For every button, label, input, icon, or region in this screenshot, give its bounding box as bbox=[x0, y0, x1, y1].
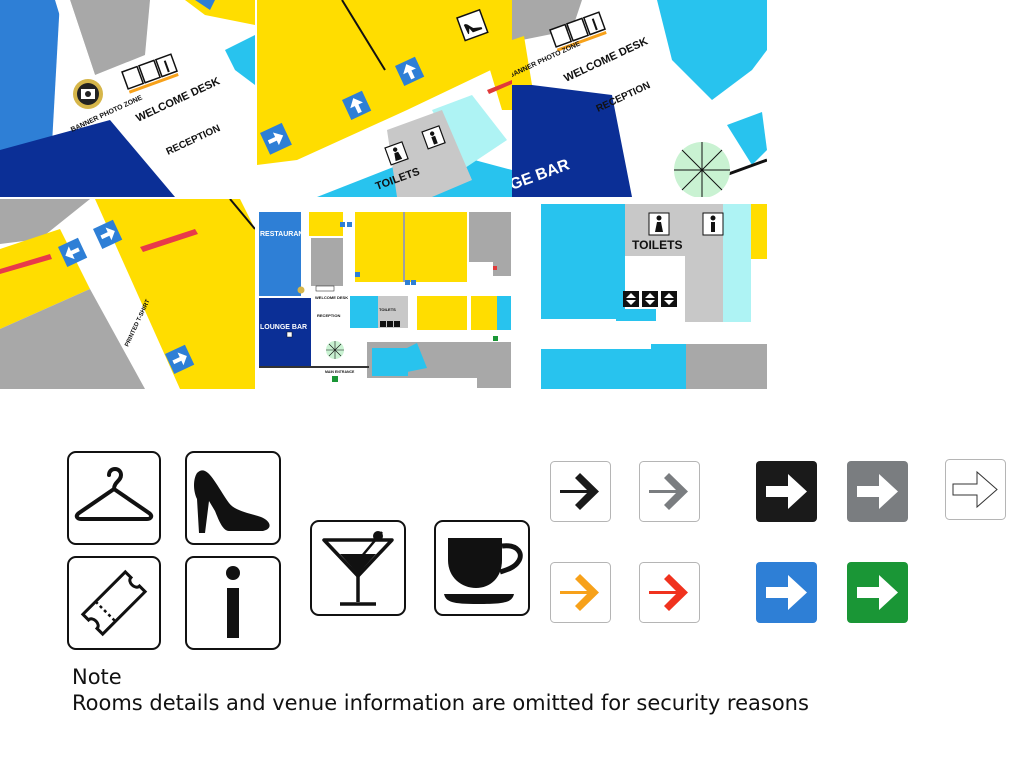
cyan-room-shape bbox=[541, 204, 625, 319]
info-icon bbox=[185, 556, 281, 655]
right-arrow-sign bbox=[165, 344, 195, 374]
lounge-bar-room-shape bbox=[259, 298, 311, 366]
reception-label: RECEPTION bbox=[165, 123, 223, 158]
map-tile-lounge-bar: WELCOME DESK BANNER PHOTO ZONE RECEPTION… bbox=[512, 0, 767, 197]
reception-label: RECEPTION bbox=[317, 313, 340, 318]
arrow-style-black-on-white bbox=[550, 461, 611, 527]
left-arrow-sign bbox=[57, 237, 88, 267]
high-heel-icon bbox=[456, 8, 489, 42]
toilet-sign-man bbox=[421, 125, 446, 150]
gray-room-shape bbox=[0, 289, 145, 389]
printed-t-shirt-label: PRINTED T-SHIRT bbox=[124, 298, 151, 347]
yellow-room-shape bbox=[95, 199, 255, 389]
map-tile-overview: RESTAURANT LOUNGE BAR WELCOME DESK RECEP… bbox=[257, 208, 514, 389]
gray-room-shape bbox=[70, 0, 150, 75]
restaurant-room-shape bbox=[259, 212, 301, 296]
cyan-room-shape bbox=[657, 0, 767, 100]
toilets-room-shape bbox=[387, 110, 472, 197]
lounge-bar-label: LOUNGE BAR bbox=[260, 324, 307, 331]
security-note: Note Rooms details and venue information… bbox=[72, 664, 809, 716]
navy-room-shape bbox=[512, 55, 632, 197]
coffee-cup-icon bbox=[434, 520, 530, 621]
arrow-style-white-on-green bbox=[847, 562, 908, 628]
right-arrow-sign bbox=[260, 122, 292, 155]
map-tile-welcome-desk: BANNER PHOTO ZONE WELCOME DESK RECEPTION bbox=[0, 0, 255, 197]
arrow-style-white-on-blue bbox=[756, 562, 817, 628]
toilet-sign-man bbox=[702, 212, 724, 236]
note-text: Rooms details and venue information are … bbox=[72, 691, 809, 715]
right-arrow-sign bbox=[93, 219, 123, 249]
map-tile-toilets-detail: TOILETS bbox=[541, 199, 767, 389]
welcome-desk-label: WELCOME DESK bbox=[315, 295, 348, 300]
toilet-sign-woman bbox=[384, 141, 409, 166]
toilets-label: TOILETS bbox=[632, 238, 682, 252]
high-heel-icon bbox=[185, 451, 281, 550]
map-tile-arrows: PRINTED T-SHIRT bbox=[0, 199, 255, 389]
navy-room-shape bbox=[0, 120, 175, 197]
hanger-icon bbox=[67, 451, 161, 550]
restaurant-label: RESTAURANT bbox=[260, 231, 308, 238]
yellow-room-shape bbox=[257, 0, 512, 165]
cocktail-icon bbox=[310, 520, 406, 621]
up-arrow-sign bbox=[395, 56, 425, 86]
elevator-signs bbox=[623, 291, 677, 307]
arrow-style-gray-on-white bbox=[639, 461, 700, 527]
arrow-style-red-on-white bbox=[639, 562, 700, 628]
map-tile-toilets-yellow: TOILETS bbox=[257, 0, 512, 197]
arrow-style-white-on-gray bbox=[847, 461, 908, 527]
arrow-style-outline-on-white bbox=[945, 459, 1006, 525]
up-arrow-sign bbox=[342, 90, 372, 120]
toilets-label: TOILETS bbox=[379, 307, 396, 312]
arrow-style-white-on-black bbox=[756, 461, 817, 527]
tree-icon bbox=[674, 142, 730, 197]
ticket-icon bbox=[67, 556, 161, 655]
arrow-style-orange-on-white bbox=[550, 562, 611, 628]
note-title: Note bbox=[72, 665, 122, 689]
toilet-sign-woman bbox=[648, 212, 670, 236]
banner-photo-zone-icon bbox=[73, 79, 103, 109]
welcome-desk-label: WELCOME DESK bbox=[134, 75, 222, 124]
welcome-desk-icons bbox=[549, 11, 607, 52]
exit-sign bbox=[332, 376, 338, 382]
welcome-desk-icons bbox=[121, 53, 179, 94]
main-entrance-label: MAIN ENTRANCE bbox=[325, 370, 355, 374]
